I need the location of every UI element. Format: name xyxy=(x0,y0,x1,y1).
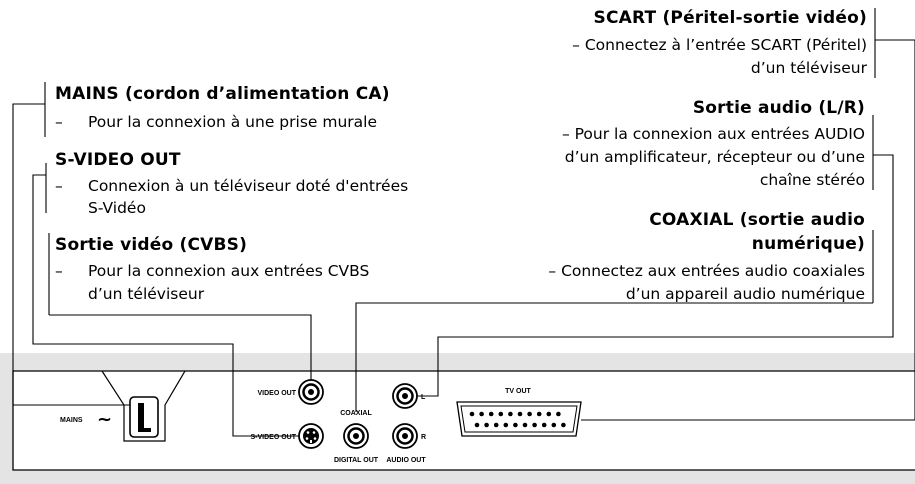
scart-pin xyxy=(498,411,504,417)
audio-desc-1: – Pour la connexion aux entrées AUDIO xyxy=(561,125,865,143)
audio-title: Sortie audio (L/R) xyxy=(692,98,865,118)
scart-pin xyxy=(474,422,480,428)
scart-pin xyxy=(513,422,518,428)
scart-pin xyxy=(517,411,523,417)
coaxial-panel-label: COAXIAL xyxy=(340,410,372,417)
scart-pin xyxy=(556,411,561,417)
scart-pin xyxy=(508,411,513,417)
svideo-out-jack xyxy=(298,423,324,449)
scart-pin xyxy=(484,422,489,428)
audio-left-jack xyxy=(392,383,418,409)
mains-inlet xyxy=(101,370,186,442)
scart-pin xyxy=(479,411,484,417)
mains-dash: – xyxy=(55,113,63,131)
audio-desc-3: chaîne stéréo xyxy=(759,171,865,189)
audio-desc-2: d’un amplificateur, récepteur ou d’une xyxy=(564,148,865,166)
digital-out-panel-label: DIGITAL OUT xyxy=(334,457,379,464)
scart-pin xyxy=(488,411,494,417)
scart-pin xyxy=(561,422,566,428)
svideo-dash: – xyxy=(55,177,63,195)
scart-pin xyxy=(541,422,547,428)
coaxial-title-2: numérique) xyxy=(751,234,865,254)
cvbs-desc-1: Pour la connexion aux entrées CVBS xyxy=(88,262,370,280)
scart-pin xyxy=(503,422,509,428)
scart-pin xyxy=(536,411,542,417)
cvbs-title: Sortie vidéo (CVBS) xyxy=(55,235,248,255)
tilde-icon: ~ xyxy=(97,409,112,430)
audio-l-panel-label: L xyxy=(421,394,426,401)
scart-pin xyxy=(546,411,552,417)
svideo-title: S-VIDEO OUT xyxy=(55,150,181,170)
svideo-desc-1: Connexion à un téléviseur doté d'entrées xyxy=(88,177,409,195)
scart-desc-2: d’un téléviseur xyxy=(750,59,867,77)
scart-pin xyxy=(522,422,528,428)
cvbs-desc-2: d’un téléviseur xyxy=(88,285,205,303)
tv-out-panel-label: TV OUT xyxy=(505,388,531,395)
scart-desc-1: – Connectez à l’entrée SCART (Péritel) xyxy=(572,36,867,54)
scart-title: SCART (Péritel-sortie vidéo) xyxy=(593,8,867,28)
svideo-desc-2: S-Vidéo xyxy=(88,199,146,217)
video-out-jack xyxy=(298,379,324,405)
mains-panel-label: MAINS xyxy=(60,417,83,424)
scart-pin xyxy=(527,411,532,417)
scart-pin xyxy=(469,411,475,417)
audio-r-panel-label: R xyxy=(421,434,426,441)
leader-lines xyxy=(12,8,915,437)
coaxial-desc-2: d’un appareil audio numérique xyxy=(625,285,865,303)
coaxial-jack xyxy=(343,423,369,449)
coaxial-title-1: COAXIAL (sortie audio xyxy=(649,210,865,230)
scart-pin xyxy=(532,422,537,428)
svideo-out-panel-label: S-VIDEO OUT xyxy=(250,434,296,441)
audio-out-panel-label: AUDIO OUT xyxy=(386,457,426,464)
coaxial-desc-1: – Connectez aux entrées audio coaxiales xyxy=(548,262,865,280)
mains-title: MAINS (cordon d’alimentation CA) xyxy=(55,84,390,104)
cvbs-dash: – xyxy=(55,262,63,280)
scart-connector xyxy=(456,401,582,437)
scart-pin xyxy=(493,422,499,428)
audio-right-jack xyxy=(392,423,418,449)
mains-desc: Pour la connexion à une prise murale xyxy=(88,113,377,131)
scart-pin xyxy=(551,422,557,428)
video-out-panel-label: VIDEO OUT xyxy=(257,390,296,397)
